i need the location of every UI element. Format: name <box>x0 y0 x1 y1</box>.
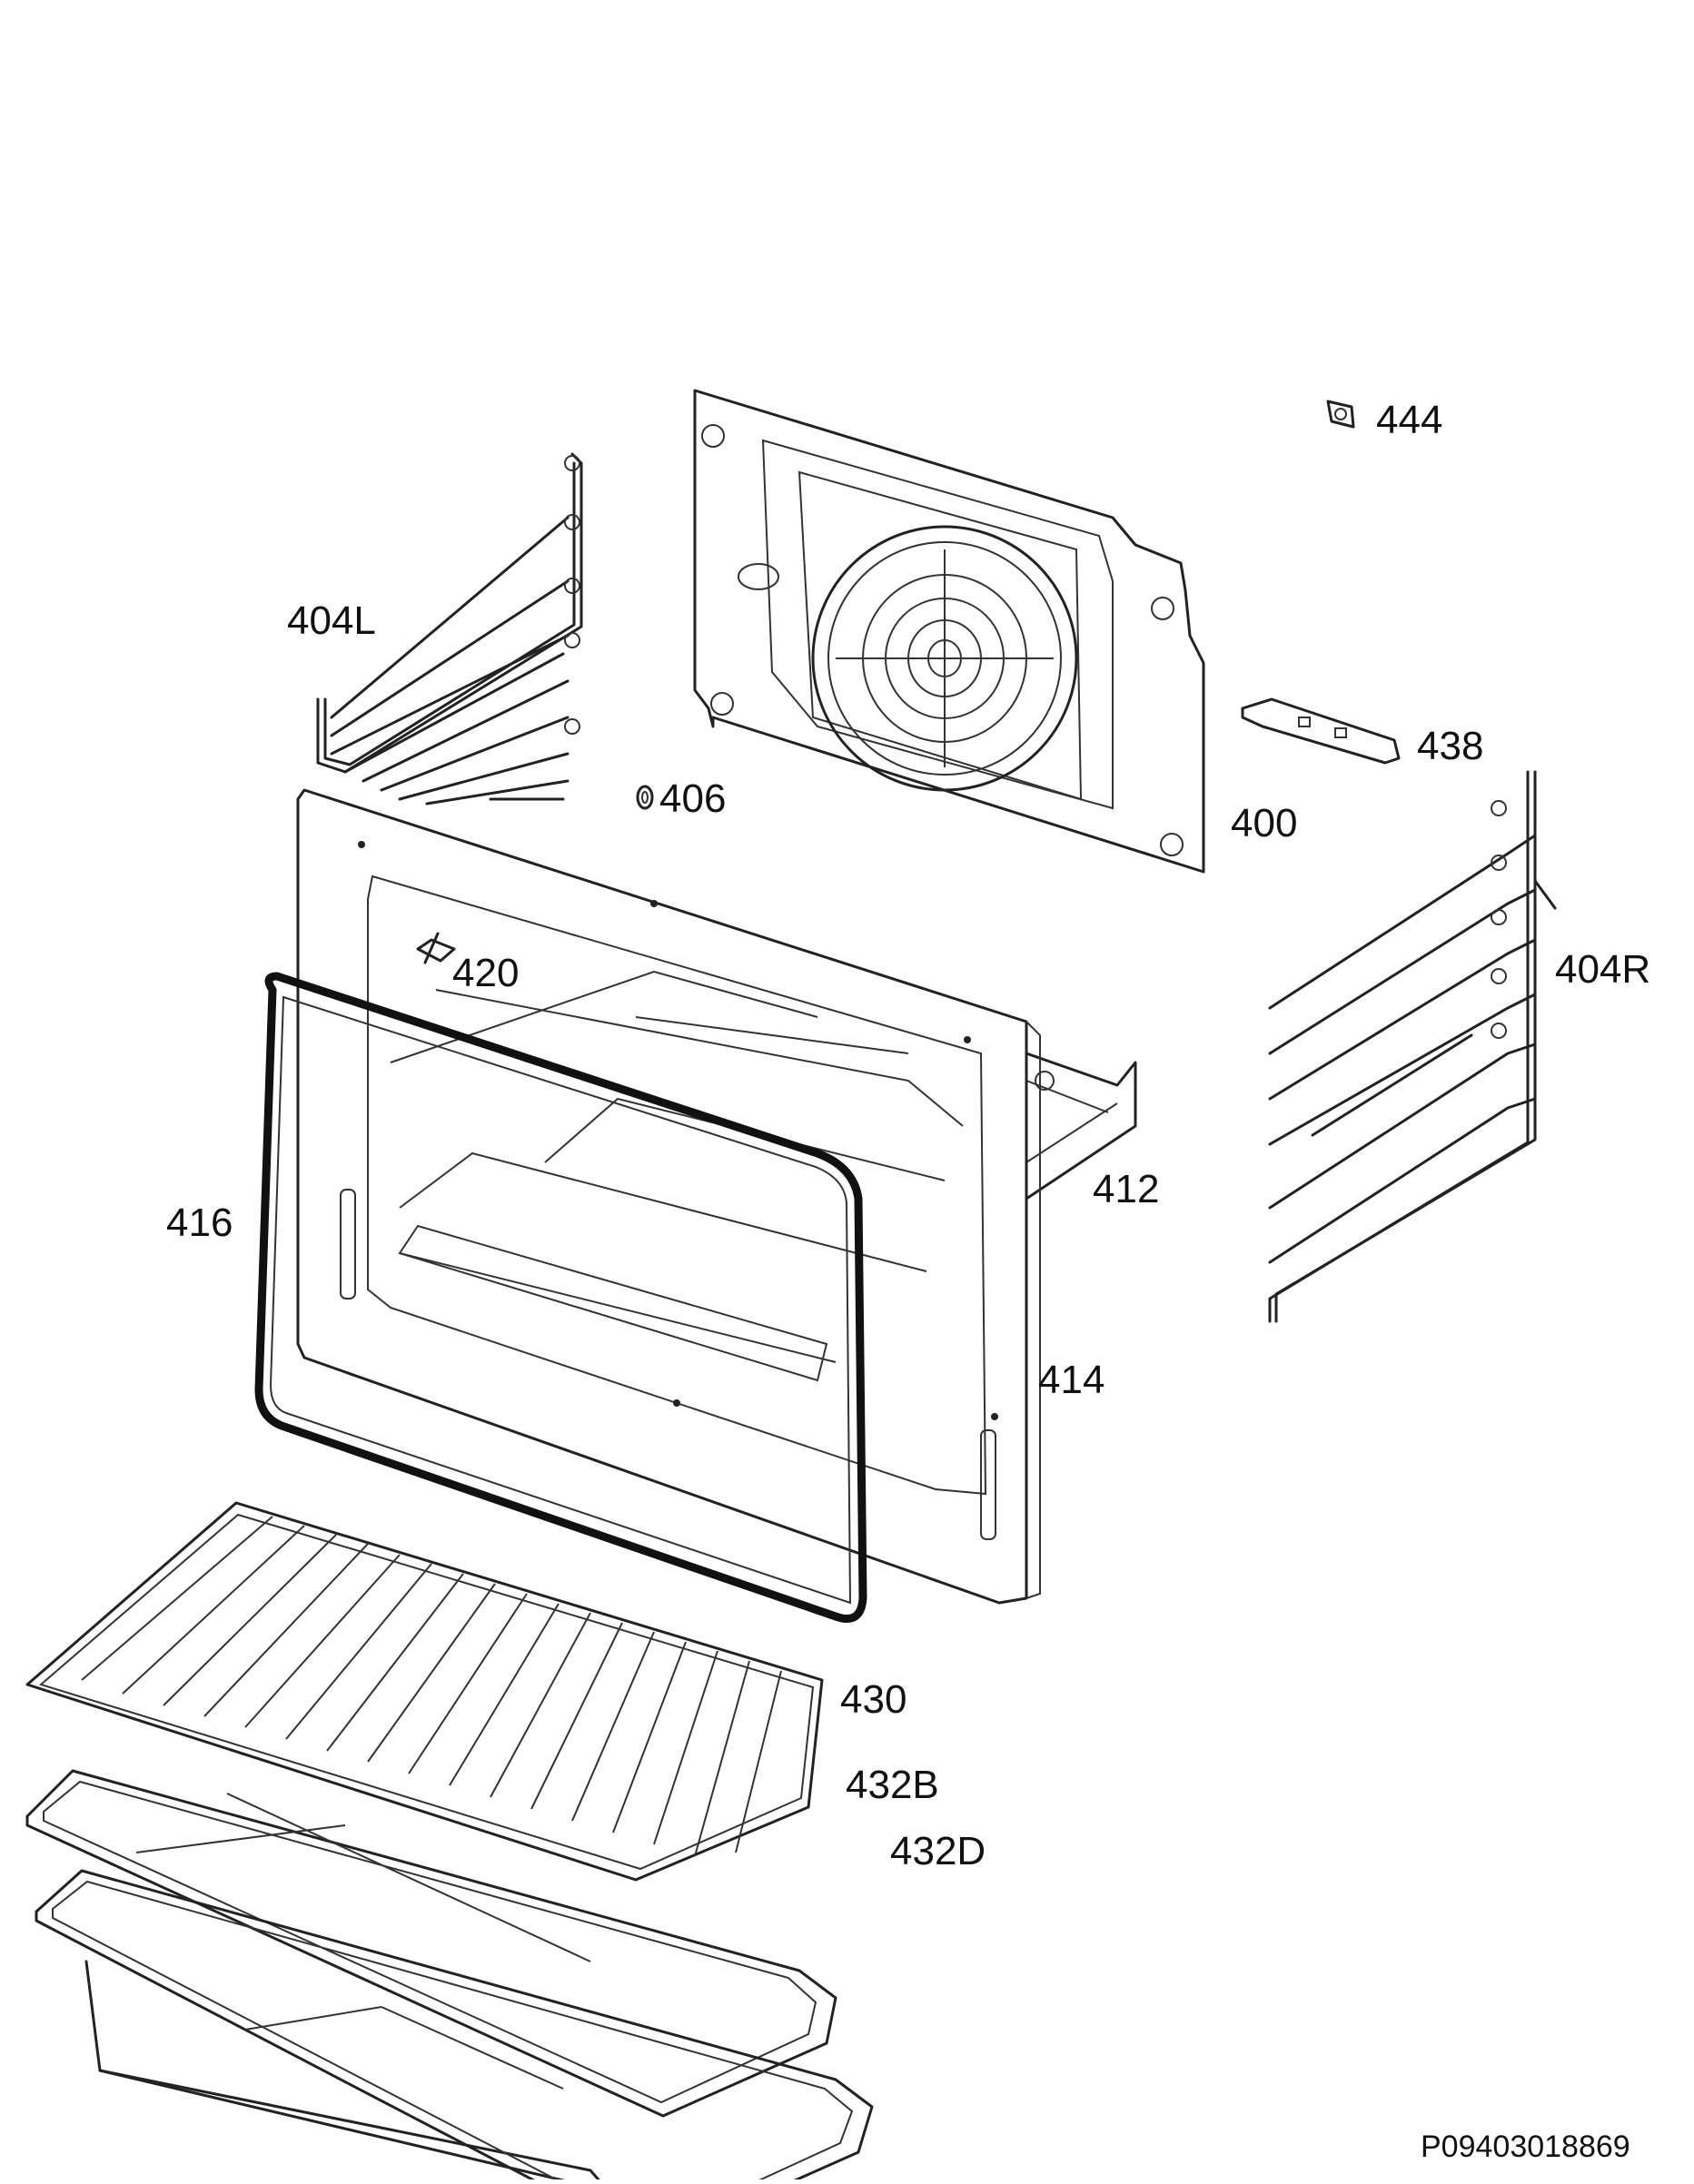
part-444-small-clip <box>1326 400 1355 429</box>
reference-code: P09403018869 <box>1421 2130 1630 2164</box>
label-406: 406 <box>659 776 727 821</box>
label-414: 414 <box>1038 1358 1105 1402</box>
label-420: 420 <box>452 951 520 995</box>
part-404L-left-shelf-support <box>316 452 583 805</box>
label-412: 412 <box>1093 1167 1160 1211</box>
label-400: 400 <box>1231 801 1298 845</box>
part-404R-right-shelf-support <box>1268 770 1557 1323</box>
part-430-wire-shelf <box>25 1501 824 1882</box>
part-416-door-seal <box>254 972 867 1623</box>
part-432B-shallow-tray <box>25 1769 837 2118</box>
part-406-nut <box>636 785 654 810</box>
part-400-rear-panel <box>693 389 1205 874</box>
label-416: 416 <box>166 1201 233 1245</box>
label-444: 444 <box>1376 398 1443 442</box>
part-414-front-frame <box>296 788 1041 1605</box>
label-432B: 432B <box>846 1763 939 1807</box>
part-438-bracket <box>1241 697 1401 765</box>
label-430: 430 <box>840 1677 907 1722</box>
label-404R: 404R <box>1555 947 1651 992</box>
label-438: 438 <box>1417 724 1484 768</box>
part-432D-deep-tray <box>35 1869 874 2184</box>
label-432D: 432D <box>890 1829 986 1873</box>
part-420-screw <box>416 932 456 964</box>
label-404L: 404L <box>287 598 376 643</box>
